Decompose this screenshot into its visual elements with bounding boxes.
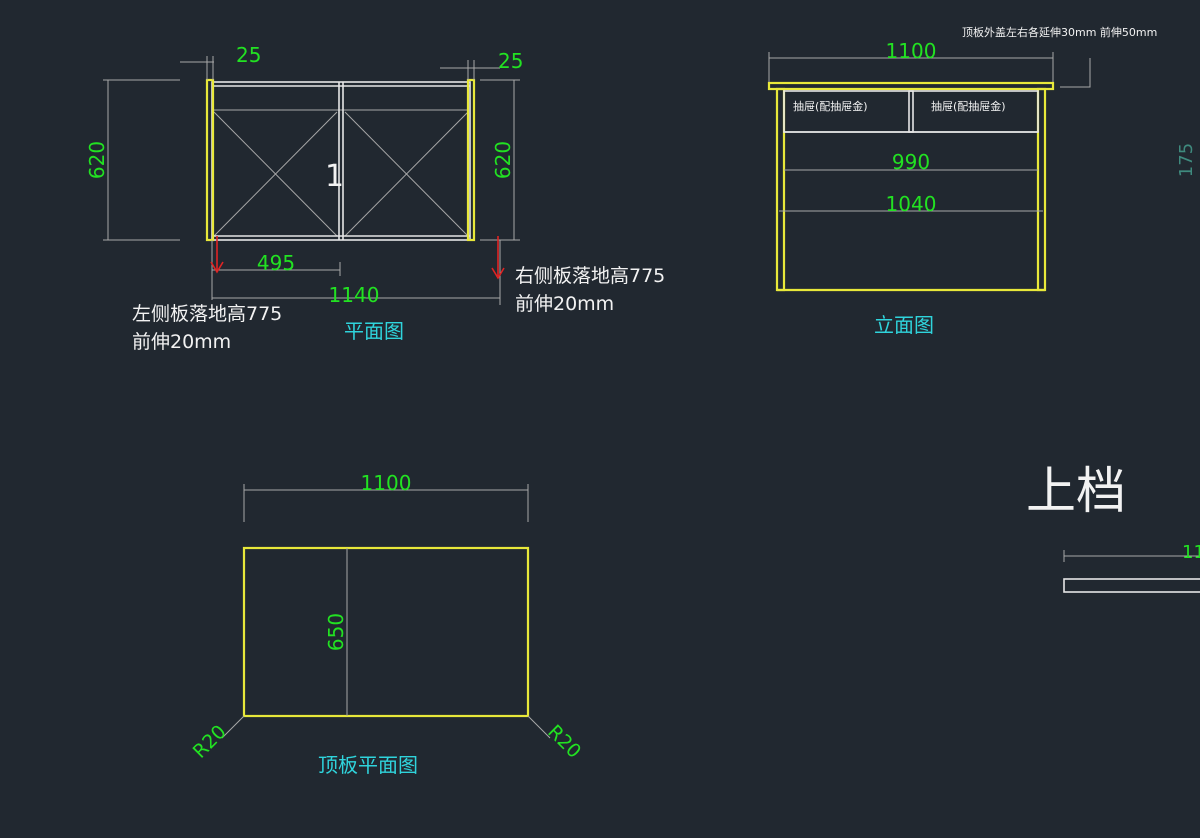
elevation-view: 抽屉(配抽屉金) 抽屉(配抽屉金) 1100 990 1040 顶板外盖左右各延… — [767, 25, 1197, 337]
top-plan-outline — [242, 546, 530, 718]
top-plan-radius-left: R20 — [189, 721, 231, 763]
top-plan-radius-right: R20 — [543, 721, 585, 763]
plan-door-number: 1 — [325, 159, 344, 194]
plan-door-cross — [213, 111, 338, 237]
plan-title: 平面图 — [344, 319, 404, 343]
right-section-board — [1063, 578, 1200, 593]
plan-dim-total: 1140 — [329, 283, 380, 307]
top-plan-radius-leader-right — [527, 715, 551, 739]
plan-view: 1 25 25 620 620 495 1140 左侧板落地高 — [85, 43, 665, 353]
plan-dim-depth-left: 620 — [85, 141, 109, 179]
plan-note-left-line1: 左侧板落地高775 — [132, 303, 282, 325]
plan-note-right-line2: 前伸20mm — [515, 293, 614, 315]
top-plan-dim-depth: 650 — [324, 613, 348, 651]
plan-note-left-line2: 前伸20mm — [132, 331, 231, 353]
elevation-dim-mid: 1040 — [886, 192, 937, 216]
elevation-top-board — [767, 81, 1055, 91]
elevation-drawer-divider — [908, 90, 914, 133]
plan-note-right-line1: 右侧板落地高775 — [515, 265, 665, 287]
elevation-drawer-left: 抽屉(配抽屉金) — [793, 99, 868, 113]
top-plan-radius-leader-left — [221, 715, 245, 739]
right-partial-section: 上档 11 — [1026, 462, 1200, 593]
top-plan-view: 1100 650 R20 R20 顶板平面图 — [189, 471, 585, 777]
plan-dim-right-offset: 25 — [498, 49, 523, 73]
elevation-left-panel — [775, 87, 786, 292]
elevation-note-leader — [1060, 58, 1091, 88]
elevation-dim-inner: 990 — [892, 150, 930, 174]
elevation-title: 立面图 — [874, 313, 934, 337]
plan-right-side-panel — [466, 78, 476, 242]
plan-door-cross — [344, 111, 469, 237]
plan-dim-depth-right: 620 — [491, 141, 515, 179]
top-plan-title: 顶板平面图 — [318, 753, 418, 777]
elevation-side-dim: 175 — [1176, 143, 1197, 177]
plan-dim-door: 495 — [257, 251, 295, 275]
right-section-heading: 上档 — [1026, 462, 1126, 520]
plan-left-side-panel — [205, 78, 215, 242]
elevation-right-panel — [1036, 87, 1047, 292]
plan-right-arrow-head — [491, 267, 505, 280]
elevation-top-note: 顶板外盖左右各延伸30mm 前伸50mm — [962, 25, 1157, 39]
elevation-dim-top: 1100 — [886, 39, 937, 63]
plan-left-arrow-head — [210, 261, 224, 274]
right-section-dim-partial: 11 — [1182, 542, 1200, 563]
elevation-drawer-right: 抽屉(配抽屉金) — [931, 99, 1006, 113]
top-plan-dim-width: 1100 — [361, 471, 412, 495]
plan-dim-left-offset: 25 — [236, 43, 261, 67]
